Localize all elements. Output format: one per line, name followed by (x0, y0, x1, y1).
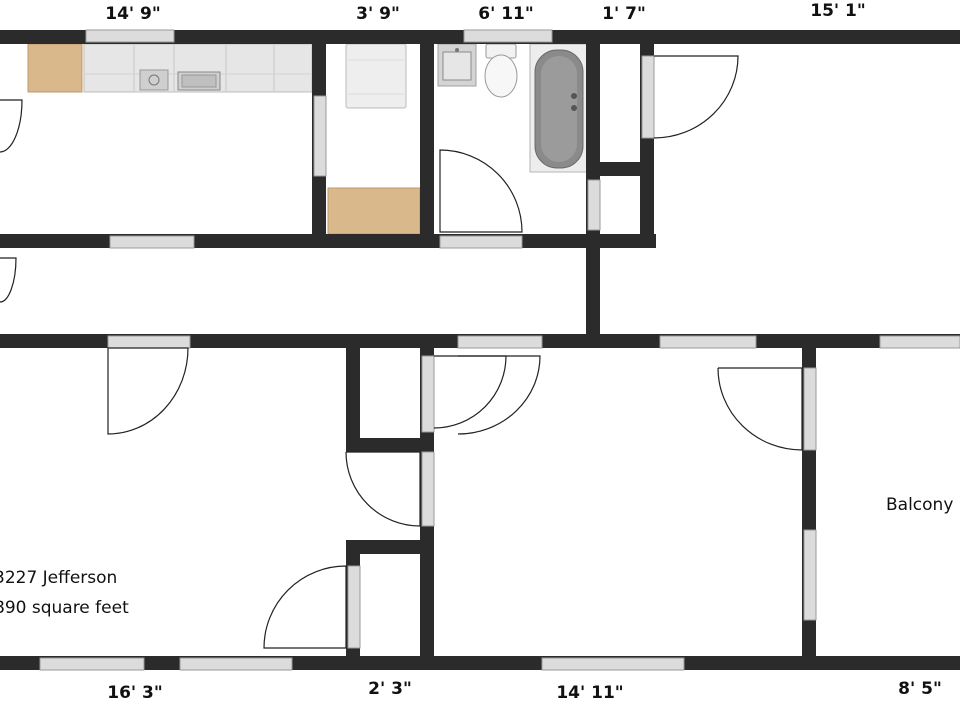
dimension-bottom-3: 14' 11" (556, 683, 623, 703)
window (463, 29, 553, 43)
door-swing (439, 149, 523, 233)
dimension-bottom-2: 2' 3" (368, 679, 412, 699)
dimension-top-4: 1' 7" (602, 4, 646, 24)
door-swing (263, 565, 347, 649)
door-swing (345, 451, 421, 527)
stove-icon (139, 69, 169, 91)
window (85, 29, 175, 43)
door-swings (0, 55, 803, 649)
dimension-bottom-4: 8' 5" (898, 679, 942, 699)
door-leaves (109, 55, 817, 649)
bathtub-icon (529, 43, 589, 173)
kitchen-counter (27, 43, 313, 93)
address-label: 3227 Jefferson (0, 568, 117, 588)
window (879, 335, 960, 349)
door-swing (457, 355, 541, 435)
door-swing (0, 257, 17, 303)
dimension-bottom-1: 16' 3" (107, 683, 162, 703)
dimension-top-2: 3' 9" (356, 4, 400, 24)
balcony-label: Balcony (886, 495, 953, 515)
windows (39, 29, 960, 671)
window (803, 529, 817, 621)
toilet-icon (484, 43, 518, 98)
window (39, 657, 145, 671)
door-swing (107, 347, 189, 435)
window (659, 335, 757, 349)
door-swing (653, 55, 739, 139)
window (541, 657, 685, 671)
water-heater-icon (345, 43, 407, 109)
dimension-top-1: 14' 9" (105, 4, 160, 24)
window (107, 335, 191, 349)
window (457, 335, 543, 349)
dimension-top-5: 15' 1" (810, 1, 865, 21)
dimension-top-3: 6' 11" (478, 4, 533, 24)
closet-shelf (327, 187, 421, 235)
door-swing (0, 99, 23, 153)
door-swing (433, 355, 507, 429)
window (179, 657, 293, 671)
bathroom-sink-icon (437, 43, 477, 87)
door-swing (717, 367, 803, 451)
area-label: 890 square feet (0, 598, 129, 618)
